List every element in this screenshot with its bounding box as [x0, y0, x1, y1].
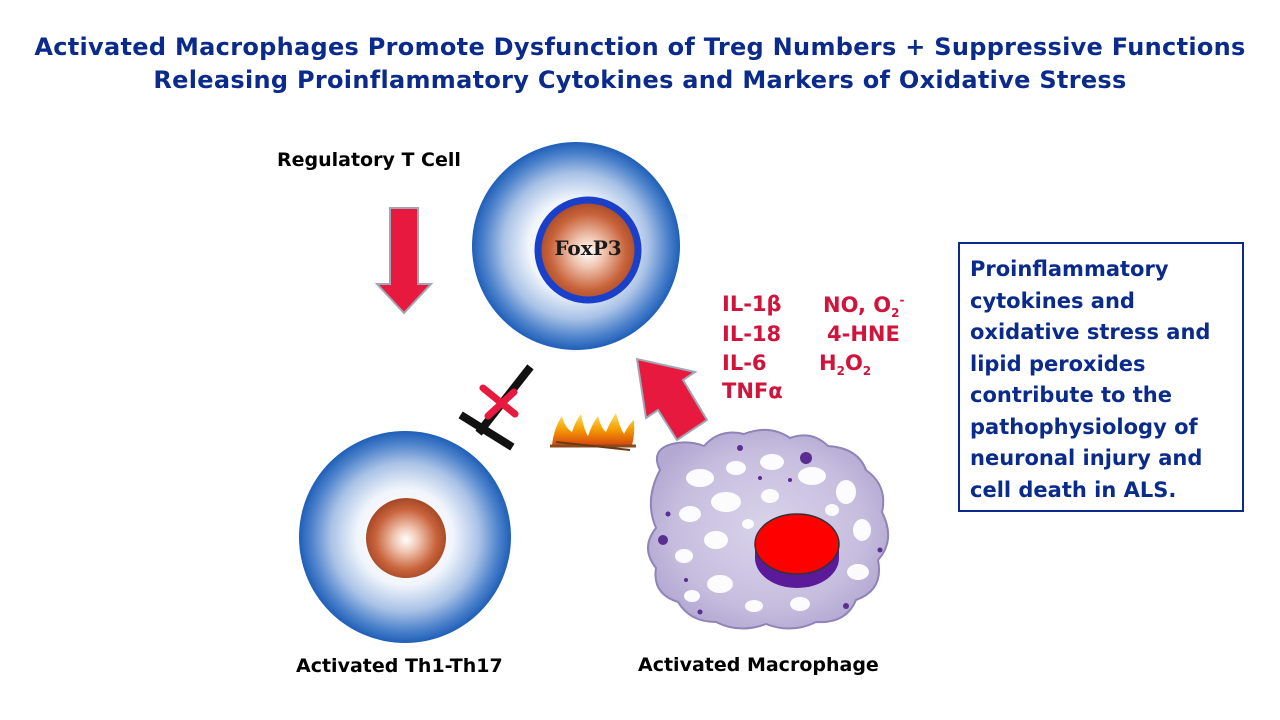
up-left-arrow [635, 357, 709, 442]
h2o2-o: O [844, 351, 863, 375]
th1-th17-label: Activated Th1-Th17 [296, 655, 503, 677]
mediator-no-o2: NO, O2- [823, 294, 904, 319]
inhibition-symbol [458, 364, 534, 451]
h2o2-sub2: 2 [862, 364, 872, 379]
mediator-il1b: IL-1β [722, 292, 782, 316]
no-o-text: NO, O [823, 293, 892, 317]
mediator-il6: IL-6 [722, 351, 767, 375]
th1-th17-cell [299, 431, 511, 643]
title-line-2: Releasing Proinflammatory Cytokines and … [153, 66, 1127, 94]
foxp3-label: FoxP3 [554, 236, 621, 260]
activated-macrophage [647, 428, 889, 630]
mediator-tnfa: TNFα [722, 379, 783, 403]
h2o2-sub1: 2 [836, 364, 845, 379]
macrophage-nucleus [754, 513, 840, 588]
down-arrow [374, 207, 434, 315]
fire-icon [550, 413, 636, 451]
mediator-4hne: 4-HNE [827, 322, 900, 346]
macrophage-label: Activated Macrophage [638, 654, 879, 676]
mediator-h2o2: H2O2 [819, 351, 872, 379]
no-o-superscript: - [899, 293, 905, 307]
foxp3-nucleus [534, 196, 642, 304]
info-box-text: Proinflammatory cytokines and oxidative … [970, 257, 1211, 502]
th-nucleus [366, 498, 446, 578]
mediator-il18: IL-18 [722, 322, 782, 346]
info-box: Proinflammatory cytokines and oxidative … [958, 242, 1244, 512]
h2o2-h: H [819, 351, 837, 375]
no-o-subscript: 2 [891, 306, 900, 321]
title-line-1: Activated Macrophages Promote Dysfunctio… [34, 33, 1246, 61]
regulatory-t-cell-label: Regulatory T Cell [277, 149, 461, 171]
regulatory-t-cell: FoxP3 [472, 142, 680, 350]
